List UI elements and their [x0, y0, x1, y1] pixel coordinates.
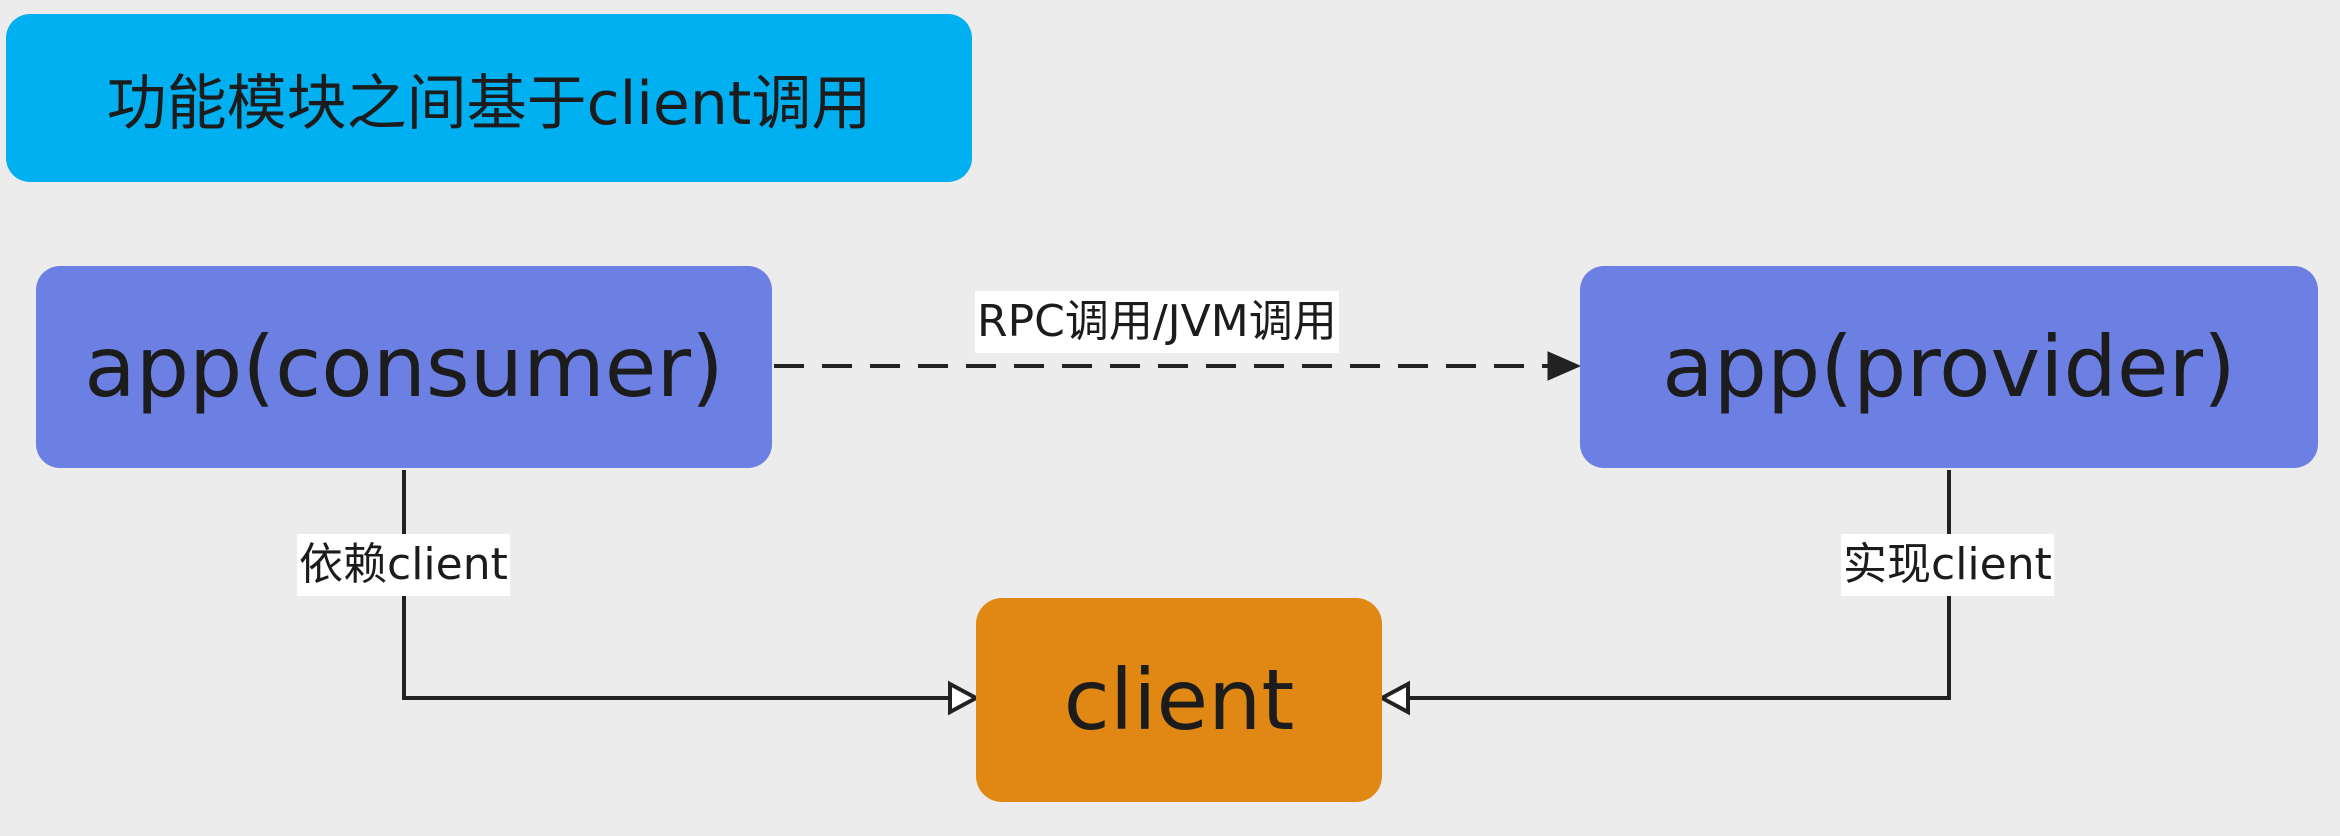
edge-label-rpc-call: RPC调用/JVM调用 — [975, 291, 1339, 353]
title-node: 功能模块之间基于client调用 — [6, 14, 972, 182]
edge-rpc-arrowhead — [1547, 351, 1582, 381]
provider-app-node: app(provider) — [1580, 266, 2318, 468]
edge-implement-arrowhead — [1377, 680, 1410, 716]
consumer-app-node: app(consumer) — [36, 266, 772, 468]
edge-label-implement-client: 实现client — [1841, 534, 2054, 596]
edge-depend-arrowhead — [948, 680, 981, 716]
client-node: client — [976, 598, 1382, 802]
edge-label-depend-client: 依赖client — [297, 534, 510, 596]
